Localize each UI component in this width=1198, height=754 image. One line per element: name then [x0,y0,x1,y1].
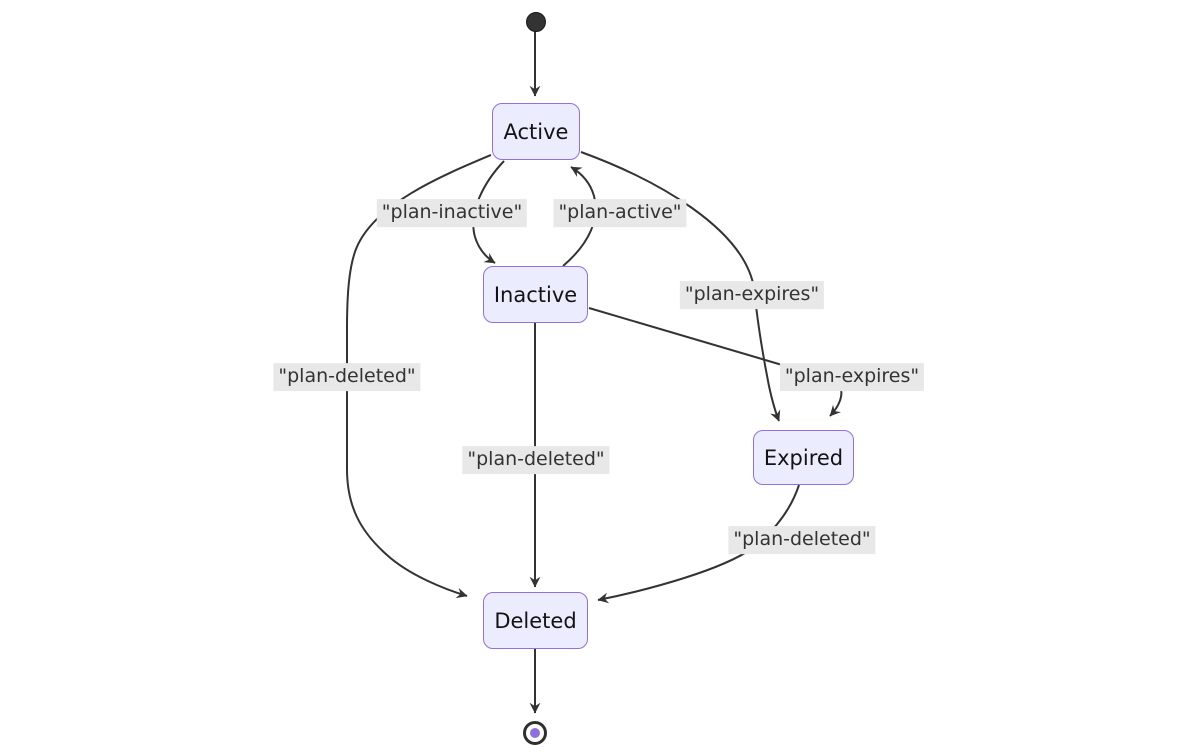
transition-label-active-to-deleted: "plan-deleted" [273,363,421,391]
final-state-inner-dot [530,728,540,738]
transition-label-inactive-to-expired: "plan-expires" [779,363,925,391]
state-label-inactive: Inactive [493,282,578,307]
transition-label-inactive-to-deleted: "plan-deleted" [462,446,610,474]
edge-inactive-to-expired [588,307,843,417]
transition-label-active-to-expired: "plan-expires" [679,281,825,309]
state-label-expired: Expired [763,445,844,470]
initial-state-icon [526,12,546,32]
state-node-active: Active [492,103,580,160]
transition-label-expired-to-deleted: "plan-deleted" [728,526,876,554]
edge-active-to-inactive [472,160,505,264]
edge-inactive-to-active [562,166,597,267]
state-node-inactive: Inactive [483,266,588,323]
state-node-deleted: Deleted [483,592,588,649]
state-label-deleted: Deleted [494,608,577,633]
final-state-icon [523,721,547,745]
transition-label-inactive-to-active: "plan-active" [553,199,687,227]
transition-label-active-to-inactive: "plan-inactive" [376,199,528,227]
state-label-active: Active [503,119,569,144]
state-node-expired: Expired [753,430,854,485]
